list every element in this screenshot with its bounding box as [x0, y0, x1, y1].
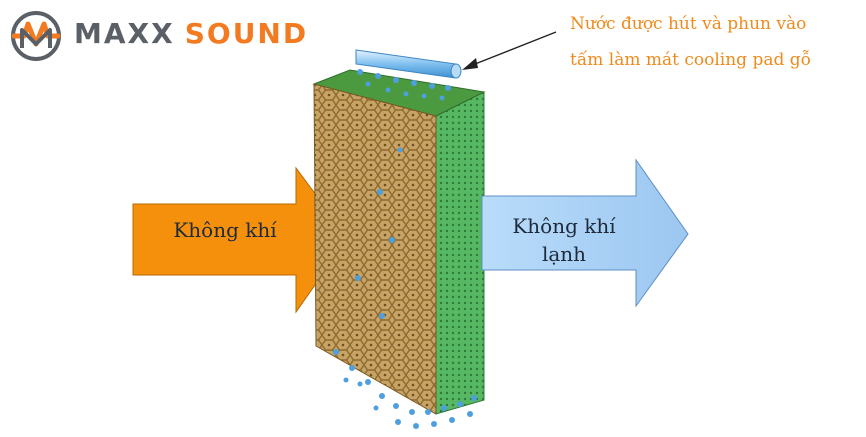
- spray-droplets: [355, 69, 451, 319]
- cool-air-arrow: [481, 158, 689, 308]
- cooling-pad-front-face: [313, 83, 437, 415]
- logo-emblem-icon: [11, 11, 61, 61]
- cool-air-label: Không khí lạnh: [484, 212, 644, 268]
- cool-air-label-line-1: Không khí: [512, 214, 616, 238]
- annotation-line-1: Nước được hút và phun vào: [570, 14, 807, 34]
- logo-word-maxx: MAXX: [74, 17, 175, 50]
- logo-wordmark: MAXX SOUND: [74, 17, 308, 50]
- dripping-droplets: [333, 349, 477, 429]
- annotation-pointer-arrow: [462, 31, 557, 70]
- logo-word-sound: SOUND: [184, 17, 309, 50]
- incoming-air-label: Không khí: [173, 218, 277, 242]
- cool-air-label-line-2: lạnh: [541, 242, 587, 266]
- annotation-line-2: tấm làm mát cooling pad gỗ: [570, 50, 812, 70]
- cooling-pad-side-face: [435, 91, 485, 415]
- water-spray-pipe: [355, 49, 462, 79]
- maxxsound-logo: MAXX SOUND: [8, 8, 308, 64]
- water-spray-annotation: Nước được hút và phun vào tấm làm mát co…: [570, 6, 860, 78]
